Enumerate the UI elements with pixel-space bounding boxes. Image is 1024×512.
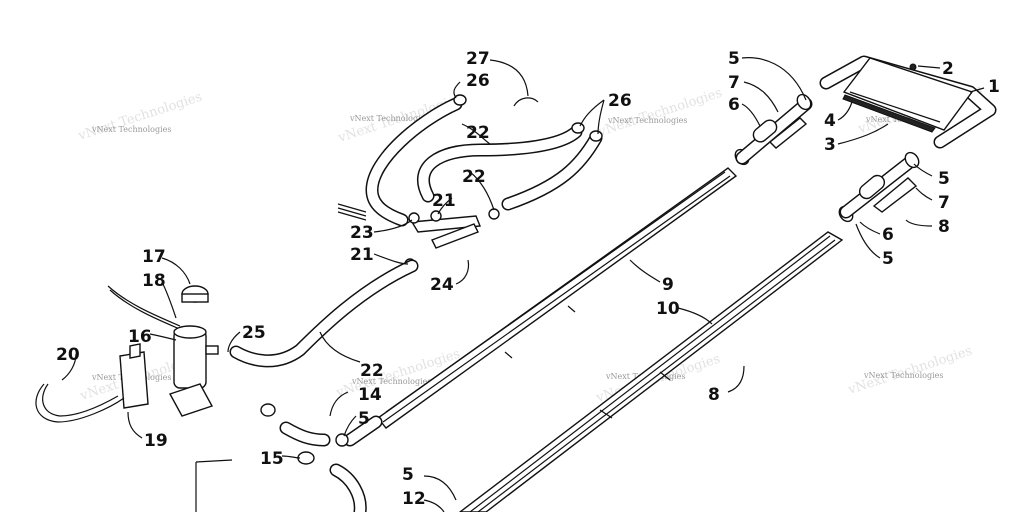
callout-22: 22 — [462, 167, 486, 187]
callout-2: 2 — [942, 59, 954, 79]
callout-labels: 1 2 3 4 5 5 5 5 5 6 6 7 7 8 8 9 10 12 14… — [56, 49, 1000, 509]
callout-3: 3 — [824, 135, 836, 155]
callout-18: 18 — [142, 271, 166, 291]
callout-5: 5 — [358, 409, 370, 429]
watermarks: vNext Technologies vNext Technologies vN… — [76, 83, 984, 406]
callout-24: 24 — [430, 275, 454, 295]
callout-4: 4 — [824, 111, 836, 131]
callout-6: 6 — [728, 95, 740, 115]
coolant-tubes — [735, 93, 920, 219]
callout-5: 5 — [402, 465, 414, 485]
watermark: vNext Technologies — [863, 371, 943, 380]
callout-15: 15 — [260, 449, 284, 469]
callout-22: 22 — [360, 361, 384, 381]
callout-26: 26 — [608, 91, 632, 111]
upper-hoses — [229, 94, 603, 368]
lower-hoses — [195, 403, 367, 512]
heat-exchanger-rear — [458, 205, 854, 512]
rear-bumper — [819, 55, 997, 149]
callout-1: 1 — [988, 77, 1000, 97]
callout-21: 21 — [350, 245, 374, 265]
callout-20: 20 — [56, 345, 80, 365]
callout-5: 5 — [938, 169, 950, 189]
callout-17: 17 — [142, 247, 166, 267]
callout-10: 10 — [656, 299, 680, 319]
callout-16: 16 — [128, 327, 152, 347]
leader-lines — [61, 57, 985, 512]
callout-7: 7 — [728, 73, 740, 93]
callout-25: 25 — [242, 323, 266, 343]
watermark-bg: vNext Technologies — [76, 90, 204, 144]
callout-19: 19 — [144, 431, 168, 451]
callout-7: 7 — [938, 193, 950, 213]
callout-5: 5 — [882, 249, 894, 269]
callout-12: 12 — [402, 489, 426, 509]
callout-14: 14 — [358, 385, 382, 405]
watermark: vNext Technologies — [91, 125, 171, 134]
callout-8: 8 — [708, 385, 720, 405]
callout-6: 6 — [882, 225, 894, 245]
watermark: vNext Technologies — [349, 114, 429, 123]
watermark: vNext Technologies — [607, 116, 687, 125]
callout-27: 27 — [466, 49, 490, 69]
callout-21: 21 — [432, 191, 456, 211]
callout-26: 26 — [466, 71, 490, 91]
callout-23: 23 — [350, 223, 374, 243]
callout-9: 9 — [662, 275, 674, 295]
callout-22: 22 — [466, 123, 490, 143]
watermark: vNext Technologies — [351, 377, 431, 386]
coolant-reservoir — [35, 285, 219, 423]
callout-8: 8 — [938, 217, 950, 237]
heat-exchanger-front — [343, 148, 750, 447]
callout-5: 5 — [728, 49, 740, 69]
